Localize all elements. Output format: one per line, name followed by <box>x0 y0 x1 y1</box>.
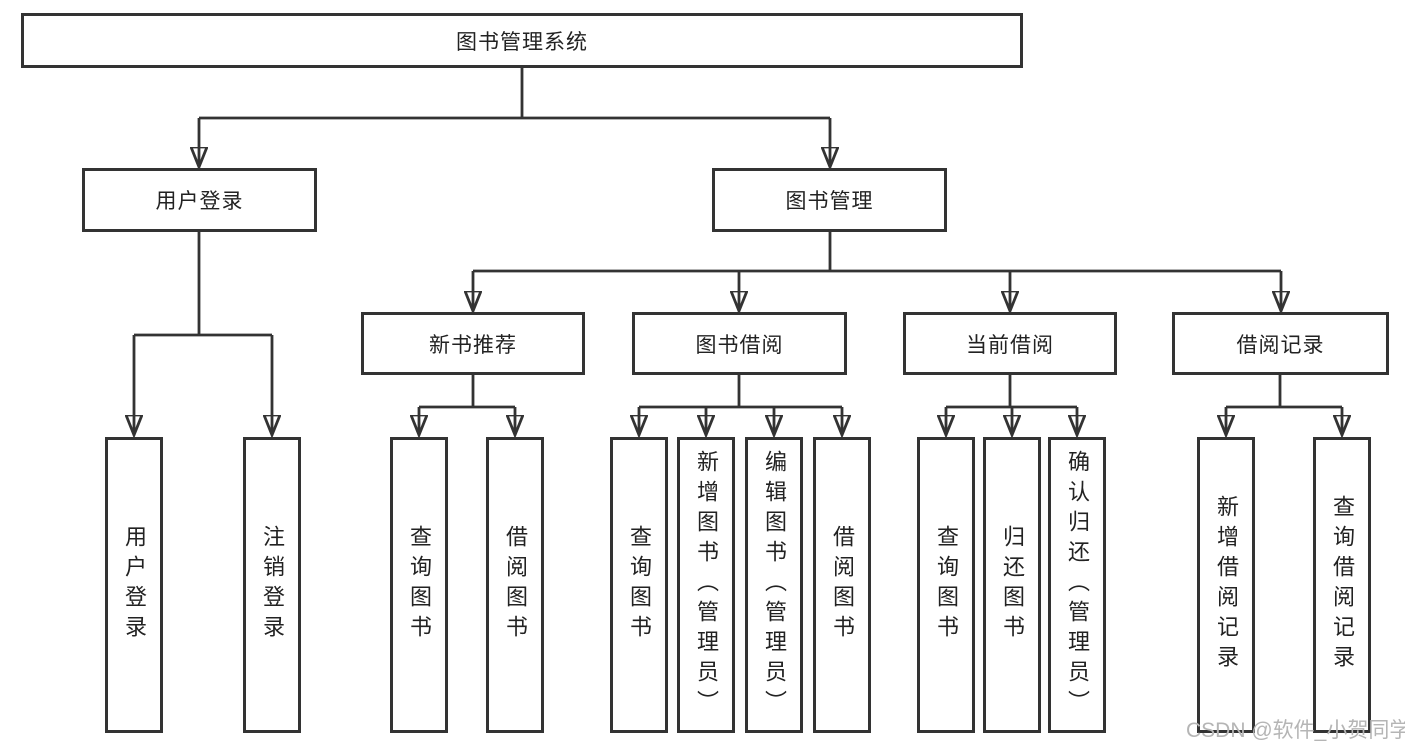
leaf-add-books-admin: 新增图书（管理员） <box>677 437 735 733</box>
node-new-book-recommendation: 新书推荐 <box>361 312 585 375</box>
leaf-user-login: 用户登录 <box>105 437 163 733</box>
leaf-logout: 注销登录 <box>243 437 301 733</box>
node-label: 图书管理 <box>785 190 874 213</box>
node-book-management: 图书管理 <box>712 168 947 232</box>
connector-root-to-level2 <box>199 68 830 165</box>
connector-current-to-leaves <box>946 375 1077 433</box>
leaf-label: 查询借阅记录 <box>1330 495 1355 675</box>
connector-userlogin-to-leaves <box>134 232 272 433</box>
leaf-label: 用户登录 <box>122 525 147 645</box>
node-book-management-system: 图书管理系统 <box>21 13 1023 68</box>
node-borrowing-records: 借阅记录 <box>1172 312 1389 375</box>
leaf-query-books: 查询图书 <box>390 437 448 733</box>
leaf-borrow-books: 借阅图书 <box>813 437 871 733</box>
node-label: 新书推荐 <box>429 333 517 357</box>
leaf-label: 注销登录 <box>260 525 285 645</box>
leaf-label: 编辑图书（管理员） <box>762 450 787 720</box>
leaf-label: 确认归还（管理员） <box>1065 450 1090 720</box>
node-book-borrowing: 图书借阅 <box>632 312 847 375</box>
leaf-confirm-return-admin: 确认归还（管理员） <box>1048 437 1106 733</box>
leaf-label: 借阅图书 <box>503 525 528 645</box>
leaf-label: 查询图书 <box>407 525 432 645</box>
leaf-label: 新增借阅记录 <box>1214 495 1239 675</box>
leaf-label: 新增图书（管理员） <box>694 450 719 720</box>
node-label: 借阅记录 <box>1236 333 1325 357</box>
leaf-query-books: 查询图书 <box>917 437 975 733</box>
node-label: 图书管理系统 <box>456 30 588 54</box>
node-label: 用户登录 <box>155 190 244 213</box>
node-label: 图书借阅 <box>695 333 784 357</box>
leaf-query-books: 查询图书 <box>610 437 668 733</box>
node-current-borrowing: 当前借阅 <box>903 312 1117 375</box>
leaf-label: 查询图书 <box>934 525 959 645</box>
leaf-borrow-books: 借阅图书 <box>486 437 544 733</box>
leaf-label: 归还图书 <box>1000 525 1025 645</box>
connector-newbook-to-leaves <box>419 375 515 433</box>
connector-records-to-leaves <box>1226 375 1342 433</box>
leaf-label: 查询图书 <box>627 525 652 645</box>
leaf-add-borrow-record: 新增借阅记录 <box>1197 437 1255 733</box>
leaf-label: 借阅图书 <box>830 525 855 645</box>
leaf-query-borrow-record: 查询借阅记录 <box>1313 437 1371 733</box>
node-user-login: 用户登录 <box>82 168 317 232</box>
connector-bookmgmt-to-level3 <box>473 232 1281 309</box>
leaf-edit-books-admin: 编辑图书（管理员） <box>745 437 803 733</box>
leaf-return-books: 归还图书 <box>983 437 1041 733</box>
connector-borrow-to-leaves <box>639 375 842 433</box>
csdn-watermark: CSDN @软件_小贺同学 <box>1186 719 1405 742</box>
node-label: 当前借阅 <box>966 333 1054 357</box>
